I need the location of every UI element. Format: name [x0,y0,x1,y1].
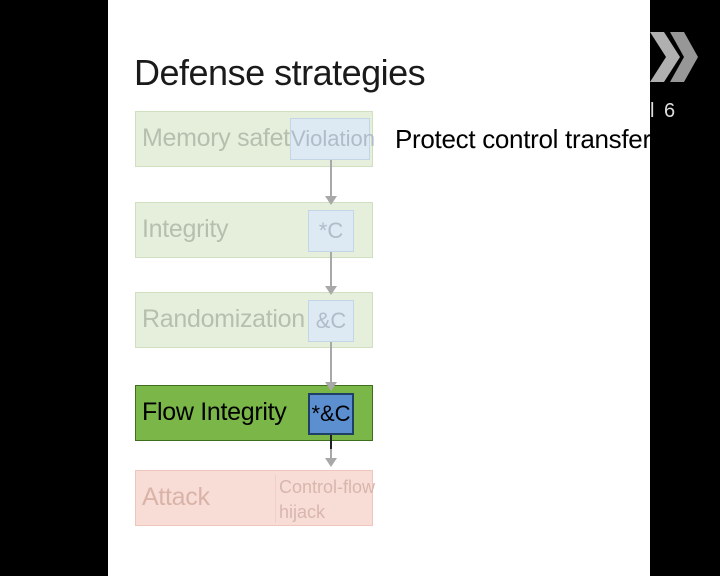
tag-violation: Violation [290,118,375,160]
arrow-line [330,252,332,288]
hijack-line1: Control-flow [279,477,376,497]
tag-star-amp-c: *&C [308,393,354,435]
arrow-line [330,449,332,459]
step-label: Attack [142,483,210,511]
arrow-head [325,382,337,391]
logo-text: l 6 [650,100,678,122]
step-label: Memory safety [142,124,303,152]
arrow-line [330,160,332,198]
logo-icon [650,32,698,82]
hijack-line2: hijack [279,502,326,522]
arrow-head [325,196,337,205]
side-note: Protect control transfers [395,124,664,154]
step-label: Randomization [142,305,305,333]
arrow-head [325,458,337,467]
tag-control-flow-hijack: Control-flow hijack [275,475,375,523]
step-label: Flow Integrity [142,398,287,426]
step-label: Integrity [142,215,229,243]
tag-amp-c: &C [308,300,354,342]
step-attack: Attack [135,470,373,526]
arrow-head [325,286,337,295]
tag-star-c: *C [308,210,354,252]
slide-title: Defense strategies [134,52,426,93]
arrow-line [330,342,332,383]
arrow-line [330,435,332,449]
